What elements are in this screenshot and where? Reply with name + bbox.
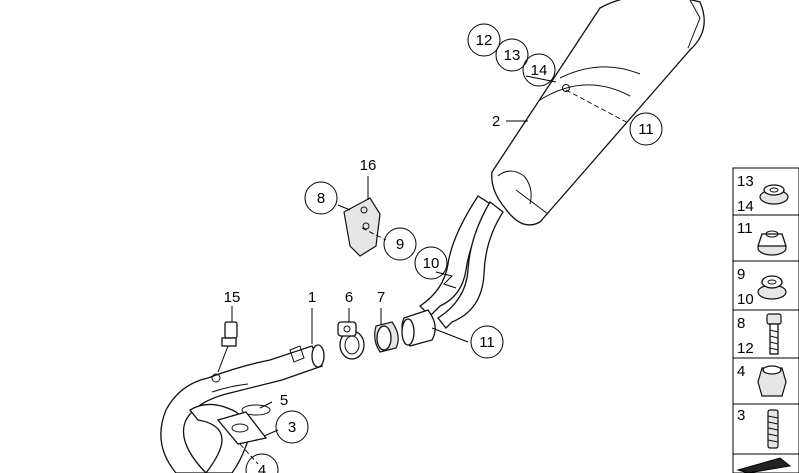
callout-label: 16 bbox=[360, 157, 377, 174]
sensor bbox=[217, 321, 238, 373]
callout-11-top[interactable]: 11 bbox=[629, 112, 663, 146]
callout-label: 6 bbox=[345, 289, 353, 306]
flange-nut-icon bbox=[757, 230, 787, 256]
callout-11-bottom[interactable]: 11 bbox=[470, 325, 504, 359]
callout-10[interactable]: 10 bbox=[414, 246, 448, 280]
callout-16[interactable]: 16 bbox=[360, 157, 377, 174]
leader-lines bbox=[231, 75, 631, 465]
side-cell-nut[interactable]: 4 bbox=[737, 363, 787, 397]
triangle-marker-icon bbox=[736, 457, 792, 473]
callout-14[interactable]: 14 bbox=[522, 53, 556, 87]
callout-label: 11 bbox=[479, 334, 495, 351]
gasket bbox=[216, 404, 271, 445]
side-cell-marker bbox=[736, 457, 792, 473]
callout-label: 11 bbox=[638, 121, 654, 138]
callout-label: 4 bbox=[258, 462, 266, 473]
clamp bbox=[337, 321, 365, 360]
callout-7[interactable]: 7 bbox=[377, 289, 385, 306]
side-label: 9 bbox=[737, 266, 745, 283]
side-label: 10 bbox=[737, 291, 754, 308]
silencer bbox=[491, 0, 705, 226]
callout-9[interactable]: 9 bbox=[383, 227, 417, 261]
callout-label: 3 bbox=[288, 419, 296, 436]
side-cell-stud[interactable]: 3 bbox=[737, 407, 779, 449]
rubber-damper-icon bbox=[757, 275, 787, 300]
callout-13[interactable]: 13 bbox=[495, 38, 529, 72]
side-label: 4 bbox=[737, 363, 745, 380]
callout-4[interactable]: 4 bbox=[245, 453, 279, 473]
callout-label: 9 bbox=[396, 236, 404, 253]
callout-label: 15 bbox=[224, 289, 241, 306]
side-cell-grommet[interactable]: 13 14 bbox=[737, 173, 789, 215]
connector-pipe bbox=[401, 309, 436, 347]
bracket-plate bbox=[343, 188, 381, 257]
callout-label: 7 bbox=[377, 289, 385, 306]
callout-3[interactable]: 3 bbox=[275, 410, 309, 444]
callout-label: 12 bbox=[476, 32, 493, 49]
callout-5[interactable]: 5 bbox=[280, 392, 288, 409]
callout-label: 5 bbox=[280, 392, 288, 409]
side-label: 14 bbox=[737, 198, 754, 215]
callout-label: 13 bbox=[504, 47, 521, 64]
callout-label: 14 bbox=[531, 62, 548, 79]
side-cell-frame bbox=[732, 453, 799, 473]
side-label: 13 bbox=[737, 173, 754, 190]
stud-bolt-icon bbox=[767, 409, 779, 449]
side-label: 12 bbox=[737, 340, 754, 357]
side-cell-damper[interactable]: 9 10 bbox=[737, 266, 787, 308]
sleeve bbox=[374, 321, 399, 353]
callout-2[interactable]: 2 bbox=[492, 113, 500, 130]
callout-6[interactable]: 6 bbox=[345, 289, 353, 306]
rubber-grommet-icon bbox=[759, 184, 789, 205]
callout-8[interactable]: 8 bbox=[304, 181, 338, 215]
side-label: 11 bbox=[737, 220, 753, 237]
header-pipe bbox=[160, 344, 325, 473]
side-label: 3 bbox=[737, 407, 745, 424]
callout-label: 10 bbox=[423, 255, 440, 272]
callout-label: 8 bbox=[317, 190, 325, 207]
exploded-drawing: 12 13 14 2 11 16 8 9 10 bbox=[160, 0, 705, 473]
side-cell-flange-nut[interactable]: 11 bbox=[737, 220, 787, 256]
hex-bolt-icon bbox=[766, 313, 782, 355]
side-cell-bolt[interactable]: 8 12 bbox=[737, 313, 782, 357]
callout-15[interactable]: 15 bbox=[224, 289, 241, 306]
callout-label: 2 bbox=[492, 113, 500, 130]
parts-side-panel: 13 14 11 9 10 bbox=[732, 167, 799, 473]
callout-1[interactable]: 1 bbox=[308, 289, 316, 306]
callout-label: 1 bbox=[308, 289, 316, 306]
side-label: 8 bbox=[737, 315, 745, 332]
callout-12[interactable]: 12 bbox=[467, 23, 501, 57]
hex-nut-icon bbox=[757, 365, 787, 397]
